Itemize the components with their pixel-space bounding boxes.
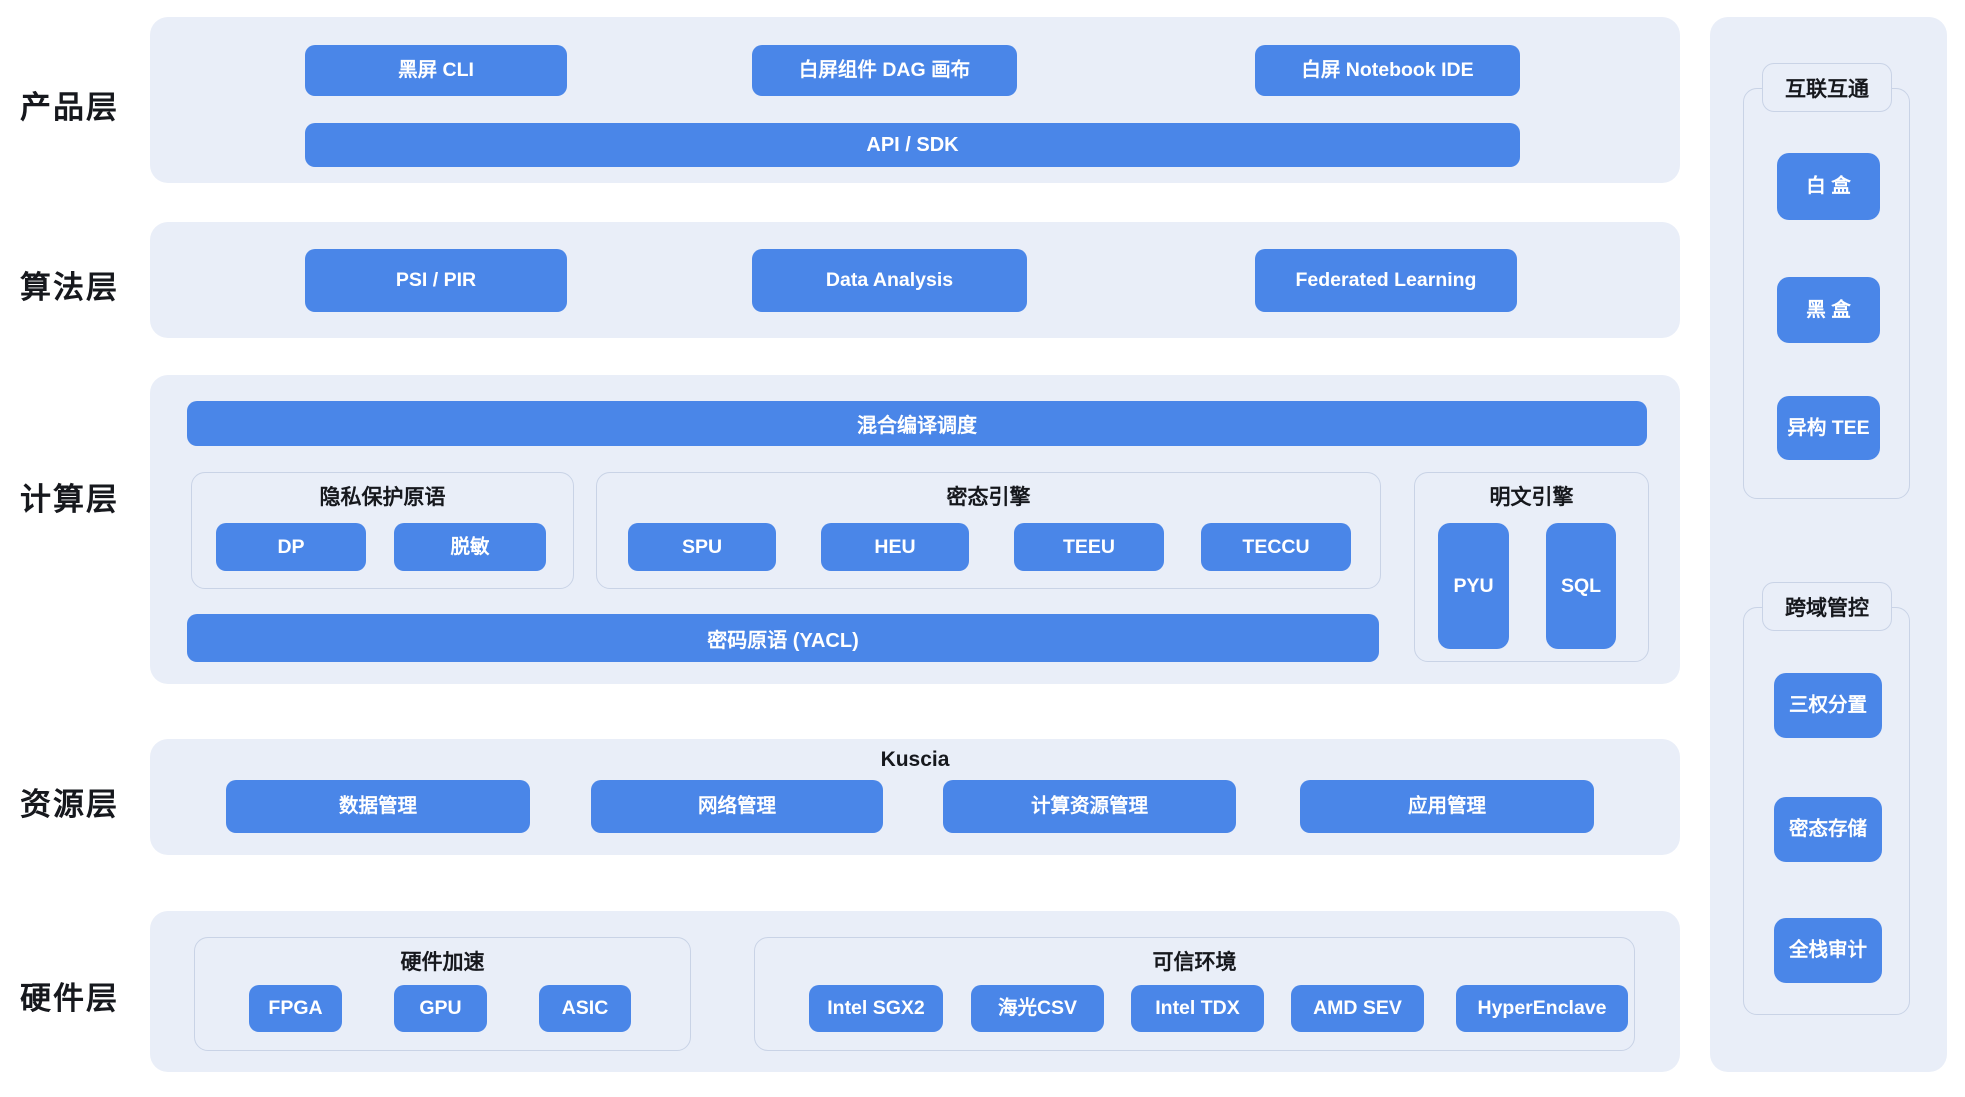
node-hyperenclave: HyperEnclave [1456, 985, 1628, 1032]
compute-layer-panel: 混合编译调度 隐私保护原语 DP 脱敏 密态引擎 SPU HEU TEEU TE… [150, 375, 1680, 684]
node-asic: ASIC [539, 985, 631, 1032]
cipher-engine-title: 密态引擎 [946, 486, 1031, 509]
node-notebook-ide: 白屏 Notebook IDE [1255, 45, 1520, 96]
node-white-box: 白 盒 [1777, 153, 1880, 220]
privacy-primitives-group: 隐私保护原语 DP 脱敏 [191, 472, 574, 589]
cipher-engine-group: 密态引擎 SPU HEU TEEU TECCU [596, 472, 1381, 589]
node-heu: HEU [821, 523, 969, 571]
sidebar-panel: 互联互通 白 盒 黑 盒 异构 TEE 跨域管控 三权分置 密态存储 全栈审计 [1710, 17, 1947, 1072]
layer-label-algorithm: 算法层 [20, 270, 119, 305]
node-psi-pir: PSI / PIR [305, 249, 567, 312]
node-api-sdk-bar: API / SDK [305, 123, 1520, 167]
node-dag-canvas: 白屏组件 DAG 画布 [752, 45, 1017, 96]
hardware-layer-panel: 硬件加速 FPGA GPU ASIC 可信环境 Intel SGX2 海光CSV… [150, 911, 1680, 1072]
plaintext-engine-group: 明文引擎 PYU SQL [1414, 472, 1649, 662]
node-federated-learning: Federated Learning [1255, 249, 1517, 312]
hardware-accel-group: 硬件加速 FPGA GPU ASIC [194, 937, 691, 1051]
node-pyu: PYU [1438, 523, 1509, 649]
node-gpu: GPU [394, 985, 487, 1032]
node-hybrid-compile-scheduler-bar: 混合编译调度 [187, 401, 1647, 446]
node-application-management: 应用管理 [1300, 780, 1594, 833]
node-hetero-tee: 异构 TEE [1777, 396, 1880, 460]
layer-label-hardware: 硬件层 [20, 981, 119, 1016]
interconnect-title-badge: 互联互通 [1762, 63, 1892, 112]
trusted-env-group: 可信环境 Intel SGX2 海光CSV Intel TDX AMD SEV … [754, 937, 1635, 1051]
node-sql: SQL [1546, 523, 1616, 649]
hardware-accel-title: 硬件加速 [400, 951, 485, 974]
resource-layer-panel: Kuscia 数据管理 网络管理 计算资源管理 应用管理 [150, 739, 1680, 855]
layer-label-compute: 计算层 [20, 482, 119, 517]
node-intel-sgx2: Intel SGX2 [809, 985, 943, 1032]
node-compute-resource-management: 计算资源管理 [943, 780, 1236, 833]
node-teccu: TECCU [1201, 523, 1351, 571]
node-network-management: 网络管理 [591, 780, 883, 833]
node-amd-sev: AMD SEV [1291, 985, 1424, 1032]
layer-label-product: 产品层 [20, 90, 119, 125]
node-spu: SPU [628, 523, 776, 571]
node-fpga: FPGA [249, 985, 342, 1032]
algorithm-layer-panel: PSI / PIR Data Analysis Federated Learni… [150, 222, 1680, 338]
node-full-stack-audit: 全栈审计 [1774, 918, 1882, 983]
node-three-rights-separation: 三权分置 [1774, 673, 1882, 738]
node-black-screen-cli: 黑屏 CLI [305, 45, 567, 96]
node-data-management: 数据管理 [226, 780, 530, 833]
plaintext-engine-title: 明文引擎 [1489, 486, 1574, 509]
product-layer-panel: 黑屏 CLI 白屏组件 DAG 画布 白屏 Notebook IDE API /… [150, 17, 1680, 183]
node-hygon-csv: 海光CSV [971, 985, 1104, 1032]
node-teeu: TEEU [1014, 523, 1164, 571]
trusted-env-title: 可信环境 [1152, 951, 1237, 974]
node-desensitization: 脱敏 [394, 523, 546, 571]
node-data-analysis: Data Analysis [752, 249, 1027, 312]
privacy-primitives-title: 隐私保护原语 [319, 486, 446, 509]
node-crypto-primitives-yacl-bar: 密码原语 (YACL) [187, 614, 1379, 662]
kuscia-title: Kuscia [880, 748, 950, 771]
node-black-box: 黑 盒 [1777, 277, 1880, 343]
layer-label-resource: 资源层 [20, 787, 119, 822]
cross-domain-title-badge: 跨域管控 [1762, 582, 1892, 631]
node-intel-tdx: Intel TDX [1131, 985, 1264, 1032]
node-encrypted-storage: 密态存储 [1774, 797, 1882, 862]
node-dp: DP [216, 523, 366, 571]
